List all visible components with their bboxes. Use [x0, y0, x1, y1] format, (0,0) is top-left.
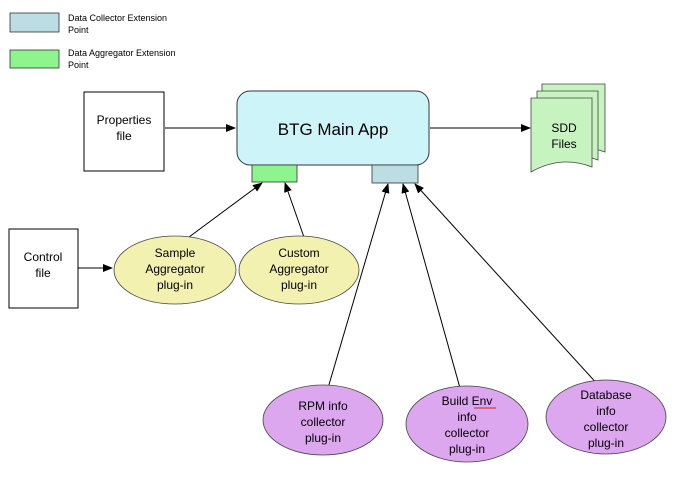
database-info-collector-plugin: Database info collector plug-in [545, 379, 667, 455]
custom-aggregator-plugin: Custom Aggregator plug-in [238, 235, 360, 305]
properties-file-box: Properties file [83, 91, 165, 172]
legend-aggregator-label-line2: Point [68, 60, 89, 70]
build-env-collector-label-line3: collector [445, 426, 490, 440]
sdd-files-label-line2: Files [551, 137, 576, 151]
legend: Data Collector Extension Point Data Aggr… [9, 12, 176, 70]
rpm-collector-label-line3: plug-in [305, 431, 341, 445]
sdd-files-label-line1: SDD [551, 121, 577, 135]
build-env-collector-label-line2: info [457, 410, 477, 424]
sample-aggregator-plugin: Sample Aggregator plug-in [113, 235, 237, 305]
database-collector-label-line1: Database [580, 388, 632, 402]
legend-collector-swatch [9, 12, 60, 33]
edge-custom-to-aggregator-point [284, 182, 306, 241]
sample-aggregator-label-line2: Aggregator [145, 262, 204, 276]
sample-aggregator-label-line3: plug-in [157, 278, 193, 292]
legend-collector-label-line2: Point [68, 25, 89, 35]
edge-rpm-to-collector-point [327, 183, 390, 389]
edge-build-env-to-collector-point [401, 183, 461, 389]
custom-aggregator-label-line2: Aggregator [269, 262, 328, 276]
legend-collector-label-line1: Data Collector Extension [68, 13, 167, 23]
control-file-label-line1: Control [24, 250, 63, 264]
rpm-collector-label-line2: collector [301, 415, 346, 429]
edge-database-to-collector-point [414, 183, 601, 388]
btg-main-app: BTG Main App [236, 90, 430, 166]
database-collector-label-line3: collector [584, 420, 629, 434]
build-env-collector-label-line4: plug-in [449, 442, 485, 456]
custom-aggregator-label-line3: plug-in [281, 278, 317, 292]
build-env-info-collector-plugin: Build Env info collector plug-in [405, 385, 529, 463]
legend-aggregator-swatch [9, 49, 60, 69]
connectors [78, 124, 601, 389]
properties-file-label-line2: file [116, 129, 132, 143]
rpm-info-collector-plugin: RPM info collector plug-in [262, 384, 384, 456]
control-file-label-line2: file [35, 266, 51, 280]
properties-file-label-line1: Properties [97, 113, 152, 127]
rpm-collector-label-line1: RPM info [298, 399, 348, 413]
build-env-collector-label-line1: Build Env [442, 394, 493, 408]
btg-main-app-label: BTG Main App [278, 120, 389, 139]
legend-aggregator-label-line1: Data Aggregator Extension [68, 48, 176, 58]
sample-aggregator-label-line1: Sample [155, 246, 196, 260]
database-collector-label-line4: plug-in [588, 436, 624, 450]
edge-sample-to-aggregator-point [184, 182, 263, 241]
custom-aggregator-label-line1: Custom [278, 246, 319, 260]
aggregator-extension-point [251, 164, 298, 183]
control-file-box: Control file [8, 228, 79, 309]
sdd-files: SDD Files [530, 83, 606, 173]
database-collector-label-line2: info [596, 404, 616, 418]
collector-extension-point [371, 164, 419, 184]
